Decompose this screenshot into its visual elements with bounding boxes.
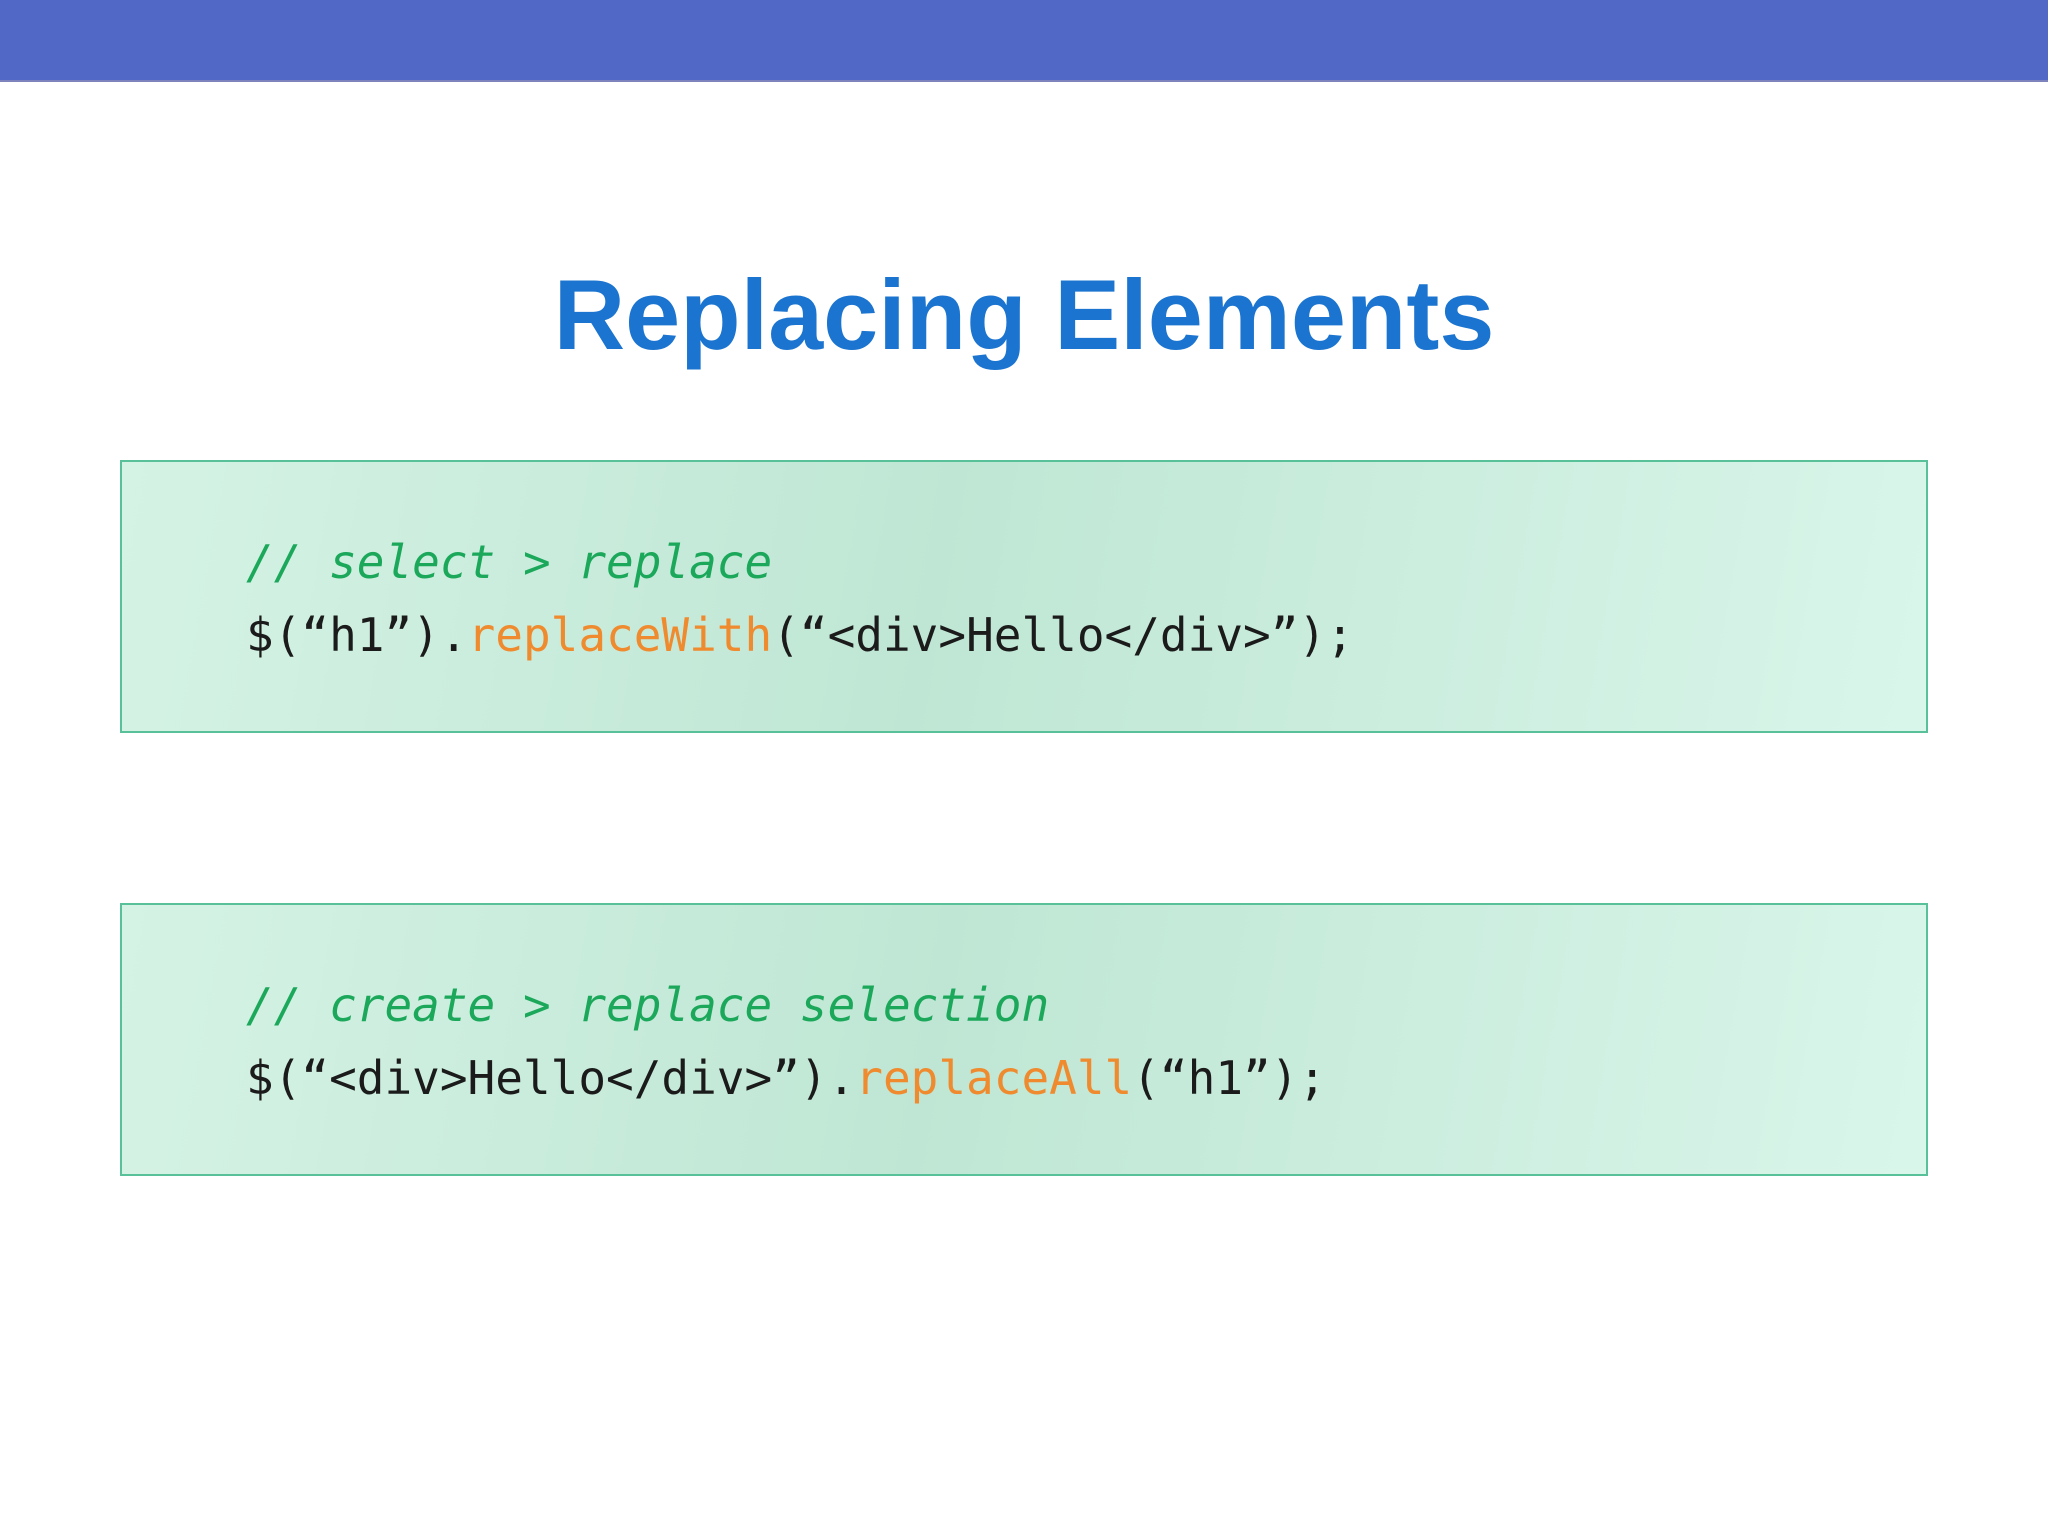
code-keyword: replaceAll bbox=[855, 1051, 1133, 1105]
slide-title: Replacing Elements bbox=[553, 259, 1495, 371]
code-segment: (“<div>Hello</div>”); bbox=[772, 608, 1354, 662]
header-bar bbox=[0, 0, 2048, 82]
code-line: $(“h1”).replaceWith(“<div>Hello</div>”); bbox=[246, 599, 1926, 672]
code-comment: // create > replace selection bbox=[246, 978, 1050, 1032]
code-comment: // select > replace bbox=[246, 535, 773, 589]
code-block-create-replace: // create > replace selection $(“<div>He… bbox=[120, 903, 1928, 1176]
code-segment: (“h1”); bbox=[1132, 1051, 1327, 1105]
code-keyword: replaceWith bbox=[467, 608, 773, 662]
code-line: $(“<div>Hello</div>”).replaceAll(“h1”); bbox=[246, 1042, 1926, 1115]
code-block-select-replace: // select > replace $(“h1”).replaceWith(… bbox=[120, 460, 1928, 733]
code-segment: $(“<div>Hello</div>”). bbox=[246, 1051, 856, 1105]
code-segment: $(“h1”). bbox=[246, 608, 468, 662]
